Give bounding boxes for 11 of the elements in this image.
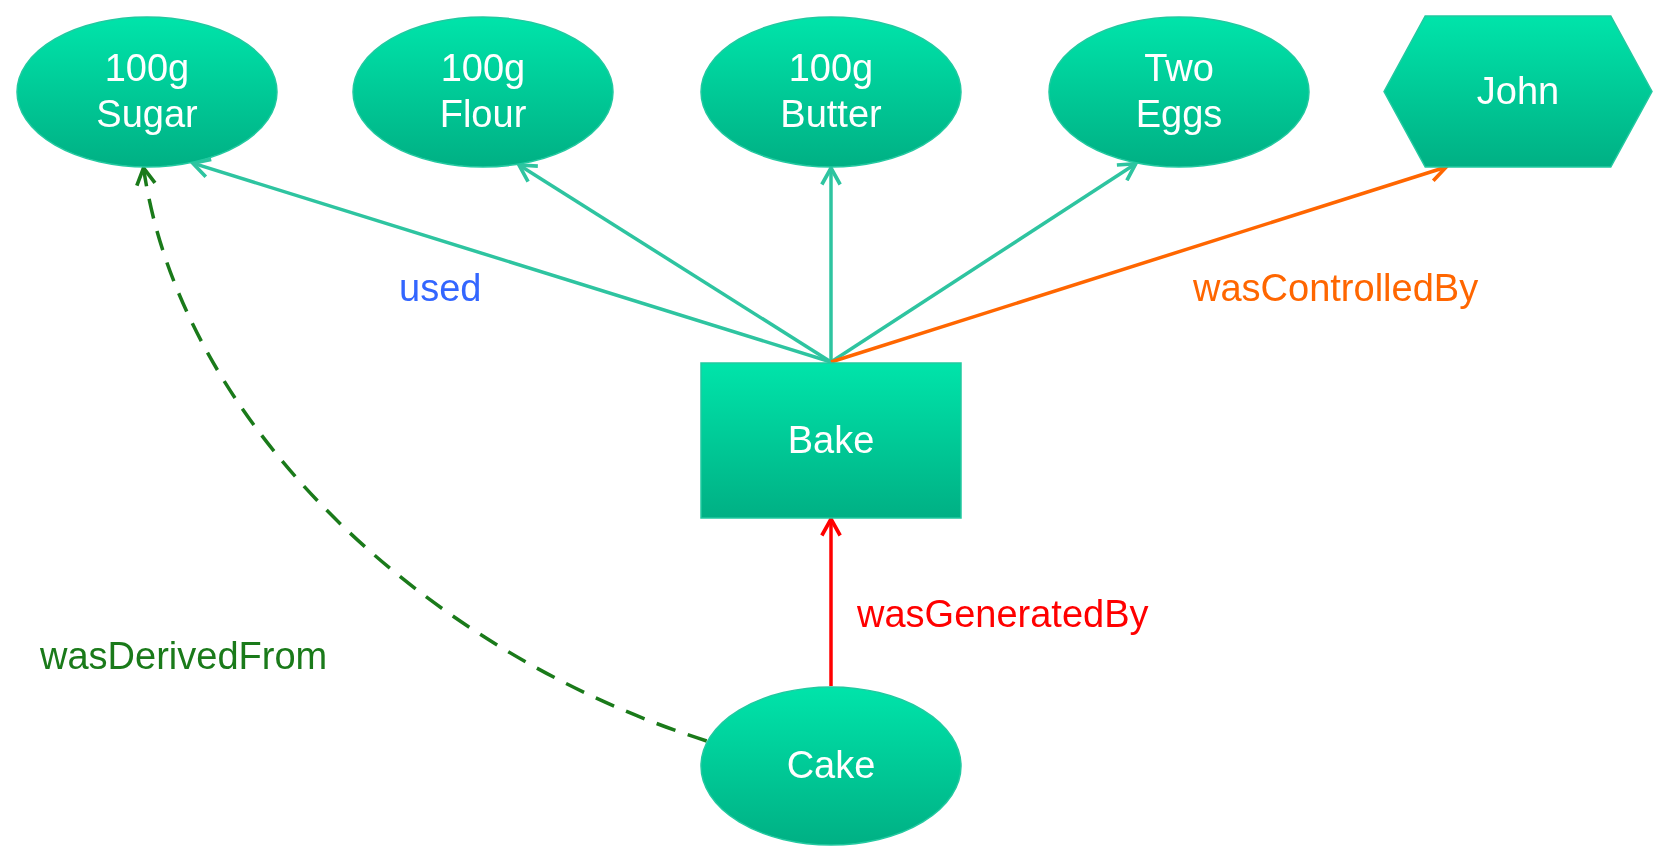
node-label: Cake <box>785 743 877 789</box>
node-label: 100g Sugar <box>95 46 199 137</box>
arrow <box>820 166 842 362</box>
arrow <box>820 517 842 686</box>
node-label: Two Eggs <box>1134 46 1224 137</box>
node-label: 100g Butter <box>779 46 883 137</box>
node-label: 100g Flour <box>438 46 528 137</box>
relation-label: used <box>399 268 482 310</box>
node-label: Bake <box>786 417 876 463</box>
dashed-arrow <box>136 166 708 743</box>
node-label: John <box>1475 68 1561 114</box>
